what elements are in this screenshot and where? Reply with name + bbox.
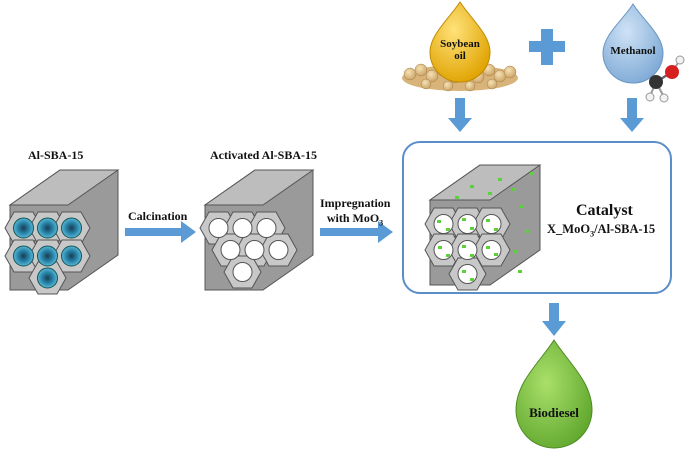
al-sba15-bundle — [4, 169, 120, 295]
catalyst-formula-subscript: 3 — [590, 229, 595, 239]
empty-pores — [208, 218, 289, 282]
catalyst-formula-b: /Al-SBA-15 — [594, 222, 656, 236]
catalyst-box — [402, 141, 672, 294]
methanol-label: Methanol — [610, 45, 656, 57]
calcination-arrow — [125, 221, 196, 243]
biodiesel-down-arrow — [542, 303, 566, 336]
impregnation-line2-text: with MoO — [326, 211, 380, 225]
impregnation-label: Impregnation with MoO3 — [320, 196, 390, 227]
catalyst-bundle — [424, 164, 542, 291]
methanol-molecule-icon — [645, 55, 685, 103]
impregnation-line2: with MoO3 — [320, 211, 390, 227]
soybean-label: Soybean oil — [430, 38, 490, 62]
catalyst-formula-a: X_MoO — [547, 222, 591, 236]
impregnation-subscript: 3 — [379, 218, 384, 228]
impregnation-arrow — [320, 221, 393, 243]
soybean-line2: oil — [454, 50, 466, 62]
plus-icon — [529, 29, 565, 65]
soybean-line1: Soybean — [440, 38, 480, 50]
biodiesel-label: Biodiesel — [529, 405, 579, 420]
methanol-drop — [602, 3, 664, 84]
catalyst-title: Catalyst — [576, 202, 633, 219]
activated-bundle — [199, 169, 315, 291]
biodiesel-drop — [515, 339, 593, 449]
filled-pores — [13, 217, 82, 289]
catalyst-formula: X_MoO3/Al-SBA-15 — [547, 222, 655, 239]
soybean-oil-drop — [429, 1, 491, 83]
impregnation-line1: Impregnation — [320, 196, 391, 210]
soybean-down-arrow — [448, 98, 472, 132]
moo3-dots — [437, 172, 534, 281]
al-sba15-label: Al-SBA-15 — [28, 148, 84, 162]
methanol-down-arrow — [620, 98, 644, 132]
calcination-label: Calcination — [128, 209, 188, 223]
activated-label: Activated Al-SBA-15 — [210, 148, 317, 162]
